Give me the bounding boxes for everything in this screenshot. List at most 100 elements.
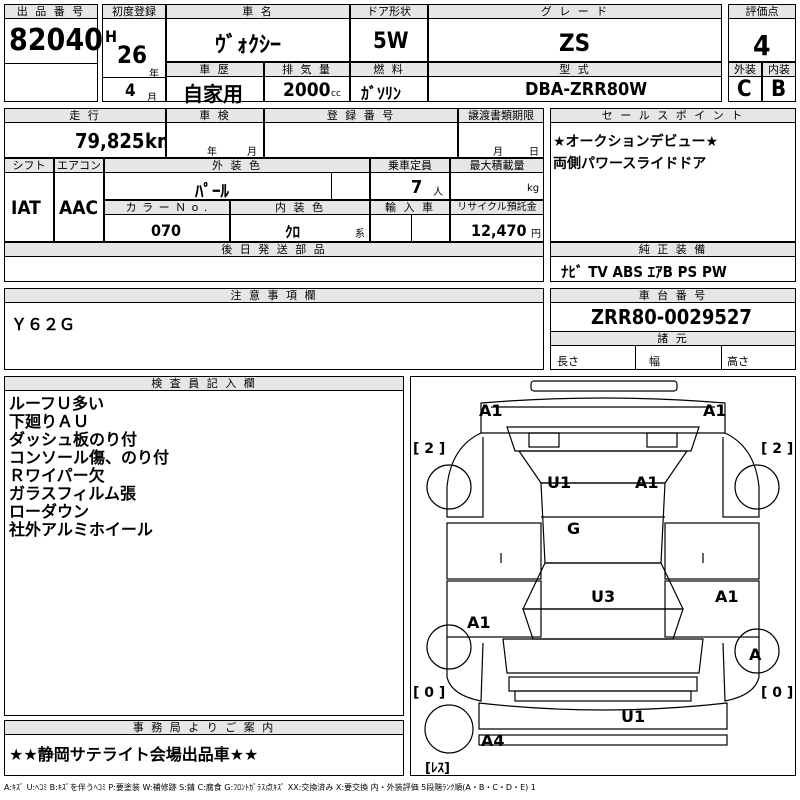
- inspector-line: ガラスフィルム張: [9, 484, 137, 503]
- aircon-label: エアコン: [55, 159, 103, 173]
- lot-label: 出 品 番 号: [5, 5, 97, 19]
- month-unit: 月: [147, 93, 157, 104]
- model-value: DBA-ZRR80W: [525, 79, 648, 100]
- color-no-box: カ ラ ー Ｎ o . 070: [104, 200, 230, 242]
- inspector-line: ルーフＵ多い: [9, 394, 105, 413]
- carname-label: 車 名: [167, 5, 349, 19]
- int-grade-label: 内装: [763, 63, 795, 77]
- grade-label: グ レ ー ド: [429, 5, 721, 19]
- genuine-label: 純 正 装 備: [551, 243, 795, 257]
- mileage-label: 走 行: [5, 109, 165, 123]
- spec-width-label: 幅: [649, 355, 660, 368]
- sales-point-box: セ ー ル ス ポ イ ン ト ★オークションデビュー★ 両側パワースライドドア: [550, 108, 796, 242]
- inspection-year-unit: 年: [207, 147, 217, 158]
- tire-fl: [ 2 ]: [413, 441, 446, 457]
- reg-month: 4: [125, 81, 136, 101]
- transfer-month-unit: 月: [493, 147, 503, 158]
- damage-u1-bottom: U1: [621, 707, 646, 726]
- aircon-box: エアコン AAC: [54, 158, 104, 242]
- color-no-value: 070: [151, 221, 182, 240]
- sales-point-label: セ ー ル ス ポ イ ン ト: [551, 109, 795, 123]
- damage-a1-top: A1: [635, 473, 659, 492]
- tire-rl: [ 0 ]: [413, 685, 446, 701]
- registration-box: 登 録 番 号: [264, 108, 458, 158]
- model-box: 型 式 DBA-ZRR80W: [428, 62, 722, 102]
- chassis-box: 車 台 番 号 ZRR80-0029527 諸 元 長さ 幅 高さ: [550, 288, 796, 370]
- registration-label: 登 録 番 号: [265, 109, 457, 123]
- shift-box: シフト IAT: [4, 158, 54, 242]
- car-outline-diagram: [424, 380, 780, 754]
- spare-tire: [ﾚｽ]: [425, 761, 450, 776]
- first-reg-box: 初度登録 H 26 年 4 月: [102, 4, 166, 104]
- caution-box: 注 意 事 項 欄 Ｙ６２Ｇ: [4, 288, 544, 370]
- year-unit: 年: [149, 69, 159, 80]
- door-label: ドア形状: [351, 5, 427, 19]
- reg-year: 26: [117, 41, 148, 69]
- transfer-day-unit: 日: [529, 147, 539, 158]
- fuel-value: ｶﾞｿﾘﾝ: [361, 84, 402, 103]
- inspector-box: 検 査 員 記 入 欄 ルーフＵ多い 下廻りＡＵ ダッシュ板のり付 コンソール傷…: [4, 376, 404, 716]
- capacity-label: 乗車定員: [371, 159, 449, 173]
- spec-height-label: 高さ: [727, 355, 749, 368]
- inspection-box: 車 検 年 月: [166, 108, 264, 158]
- damage-a-wheel: A: [749, 645, 762, 664]
- damage-a1-left: A1: [467, 613, 491, 632]
- first-reg-label: 初度登録: [103, 5, 165, 19]
- damage-diagram: A1 A1 U1 A1 G U3 A1 A1 A U1 A4 [ 2 ] [ 2…: [410, 376, 796, 776]
- inspector-line: Ｒワイパー欠: [9, 466, 105, 485]
- capacity-box: 乗車定員 7 人: [370, 158, 450, 200]
- inspector-line: 下廻りＡＵ: [9, 412, 90, 431]
- damage-a4: A4: [481, 731, 505, 750]
- carname-box: 車 名 ｳﾞｫｸｼｰ: [166, 4, 350, 62]
- caution-label: 注 意 事 項 欄: [5, 289, 543, 303]
- int-color-box: 内 装 色 ｸﾛ 系: [230, 200, 370, 242]
- ext-grade-box: 外装 C: [728, 62, 762, 102]
- color-no-label: カ ラ ー Ｎ o .: [105, 201, 229, 215]
- shift-value: IAT: [11, 197, 41, 219]
- history-label: 車 歴: [167, 63, 263, 77]
- era: H: [105, 27, 118, 46]
- inspection-month-unit: 月: [247, 147, 257, 158]
- import-box: 輸 入 車: [370, 200, 450, 242]
- int-grade-value: B: [771, 77, 787, 102]
- recycle-unit: 円: [531, 229, 541, 240]
- sales-point-line-1: ★オークションデビュー★: [553, 134, 719, 150]
- model-label: 型 式: [429, 63, 721, 77]
- ext-grade-label: 外装: [729, 63, 761, 77]
- genuine-value: ﾅﾋﾞ TV ABS ｴｱB PS PW: [561, 263, 727, 281]
- inspector-line: コンソール傷、のり付: [9, 448, 170, 467]
- int-color-value: ｸﾛ: [285, 223, 301, 241]
- history-box: 車 歴 自家用: [166, 62, 264, 106]
- history-value: 自家用: [183, 82, 243, 106]
- office-box: 事 務 局 よ り ご 案 内 ★★静岡サテライト会場出品車★★: [4, 720, 404, 776]
- damage-u1-top: U1: [547, 473, 572, 492]
- later-parts-label: 後 日 発 送 部 品: [5, 243, 543, 257]
- lot-box: 出 品 番 号 82040: [4, 4, 103, 102]
- sales-point-line-2: 両側パワースライドドア: [553, 156, 707, 172]
- office-label: 事 務 局 よ り ご 案 内: [5, 721, 403, 735]
- specs-label: 諸 元: [551, 332, 795, 346]
- maxload-label: 最大積載量: [451, 159, 543, 173]
- chassis-label: 車 台 番 号: [551, 289, 795, 303]
- maxload-unit: kg: [527, 183, 540, 194]
- aircon-value: AAC: [59, 197, 99, 219]
- caution-value: Ｙ６２Ｇ: [11, 315, 76, 334]
- ext-color-value: ﾊﾟｰﾙ: [195, 182, 229, 202]
- damage-a1-right: A1: [715, 587, 739, 606]
- damage-u3: U3: [591, 587, 616, 606]
- fuel-label: 燃 料: [351, 63, 427, 77]
- door-value: 5W: [373, 29, 409, 54]
- recycle-box: リサイクル預託金 12,470 円: [450, 200, 544, 242]
- inspector-line: ローダウン: [9, 502, 90, 521]
- ext-grade-value: C: [737, 77, 752, 102]
- import-label: 輸 入 車: [371, 201, 449, 215]
- displacement-unit: cc: [331, 89, 341, 99]
- recycle-value: 12,470: [471, 221, 527, 240]
- displacement-label: 排 気 量: [265, 63, 349, 77]
- ext-color-box: 外 装 色 ﾊﾟｰﾙ: [104, 158, 370, 202]
- transfer-label: 譲渡書類期限: [459, 109, 543, 123]
- mileage-box: 走 行 79,825 km: [4, 108, 176, 158]
- capacity-value: 7: [411, 177, 423, 198]
- inspector-line: ダッシュ板のり付: [9, 430, 138, 449]
- int-color-unit: 系: [355, 229, 365, 240]
